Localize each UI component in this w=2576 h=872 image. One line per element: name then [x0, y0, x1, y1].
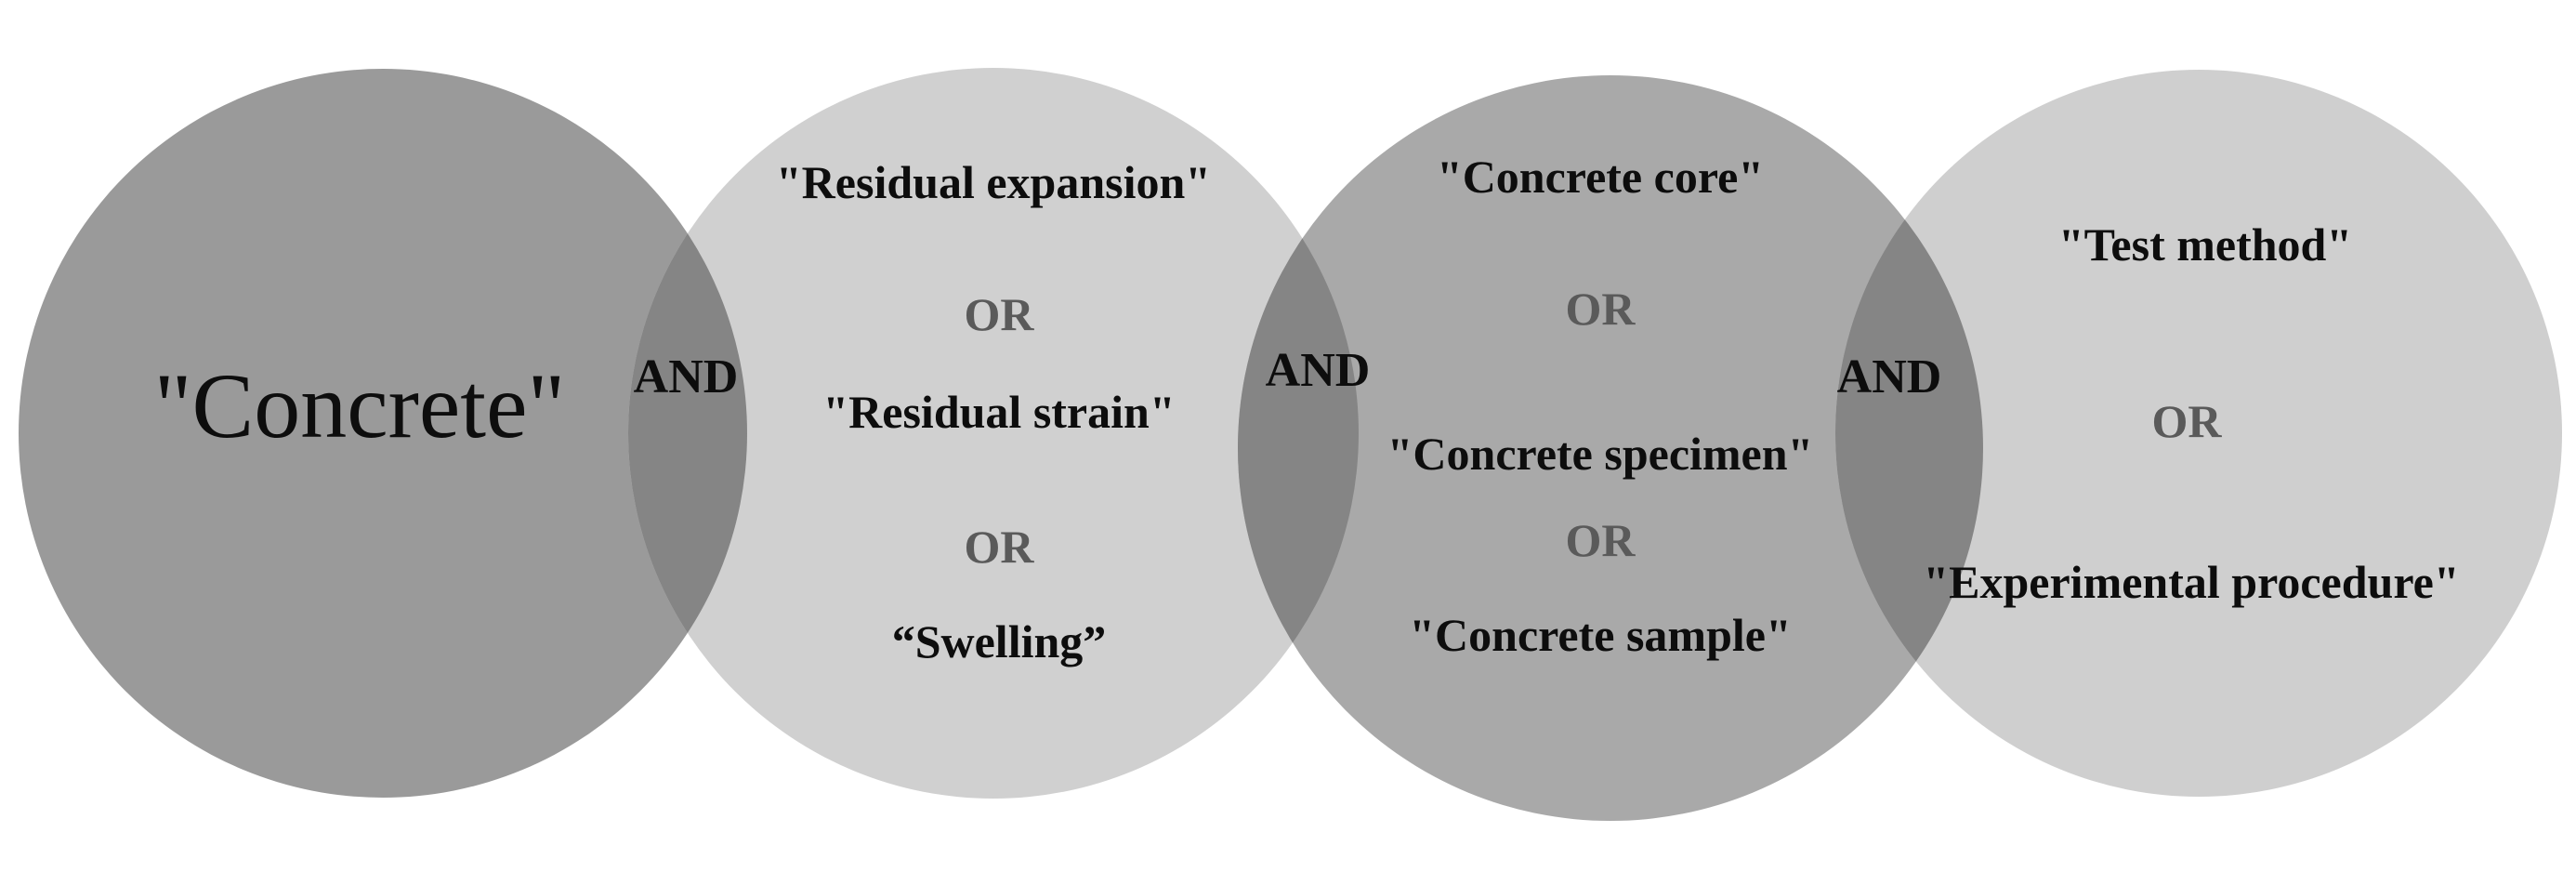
or-operator: OR [965, 288, 1035, 340]
circle-expansion [628, 68, 1359, 799]
term-concrete-specimen: "Concrete specimen" [1387, 428, 1814, 480]
or-operator: OR [1566, 283, 1636, 335]
term-swelling: “Swelling” [892, 615, 1107, 667]
and-connector: AND [1837, 350, 1942, 403]
circle-method [1835, 70, 2562, 797]
term-experimental-procedure: "Experimental procedure" [1923, 556, 2459, 608]
or-operator: OR [1566, 514, 1636, 566]
or-operator: OR [2152, 395, 2223, 447]
and-connector: AND [1266, 344, 1371, 397]
or-operator: OR [965, 521, 1035, 573]
term-concrete-sample: "Concrete sample" [1409, 609, 1791, 661]
term-concrete-core: "Concrete core" [1437, 151, 1764, 203]
circle-concrete [19, 69, 747, 798]
circle-specimen [1238, 75, 1983, 821]
term-residual-expansion: "Residual expansion" [776, 156, 1211, 208]
term-residual-strain: "Residual strain" [822, 386, 1175, 438]
term-concrete: "Concrete" [154, 354, 566, 457]
term-test-method: "Test method" [2058, 218, 2352, 271]
and-connector: AND [634, 350, 739, 403]
